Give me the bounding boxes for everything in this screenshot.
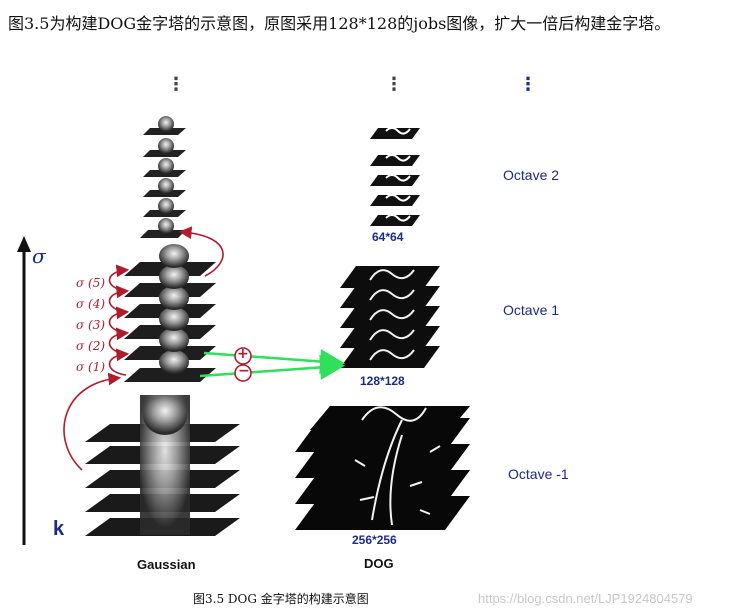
sigma-axis-arrowhead <box>17 236 31 252</box>
gaussian-octave-1-stack <box>124 244 216 382</box>
dog-octave-1-stack <box>340 266 440 368</box>
octave-minus1-label: Octave -1 <box>508 466 569 482</box>
sigma-label-2: σ (2) <box>76 339 106 353</box>
sigma-label-4: σ (4) <box>76 297 106 311</box>
dog-octave-2-stack <box>370 127 420 226</box>
gaussian-column-label: Gaussian <box>137 557 196 572</box>
gaussian-octave-minus1-stack <box>85 395 240 536</box>
k-axis-label: k <box>53 518 65 540</box>
intro-text: 图3.5为构建DOG金字塔的示意图，原图采用128*128的jobs图像，扩大一… <box>8 14 671 33</box>
minus-circle <box>234 364 252 382</box>
octave-1-label: Octave 1 <box>503 302 560 318</box>
watermark: https://blog.csdn.net/LJP1924804579 <box>478 591 693 606</box>
gaussian-octave-2-stack <box>140 116 186 238</box>
dog-size-octave-1: 128*128 <box>360 374 405 388</box>
sigma-axis-label: σ <box>32 244 46 268</box>
plus-circle <box>234 347 252 365</box>
sigma-label-5: σ (5) <box>76 276 106 290</box>
difference-arrows <box>199 349 345 380</box>
octave-2-label: Octave 2 <box>503 167 560 183</box>
sigma-label-3: σ (3) <box>76 318 106 332</box>
dog-size-octave-minus1: 256*256 <box>352 533 397 547</box>
figure-caption: 图3.5 DOG 金字塔的构建示意图 <box>193 592 369 606</box>
plus-symbol: + <box>237 346 249 362</box>
sigma-label-1: σ (1) <box>76 360 106 374</box>
minus-symbol: − <box>238 363 250 379</box>
dog-column-label: DOG <box>364 556 394 571</box>
dog-octave-minus1-stack <box>295 406 470 530</box>
dog-size-octave-2: 64*64 <box>372 230 404 244</box>
sigma-arcs <box>63 226 224 471</box>
